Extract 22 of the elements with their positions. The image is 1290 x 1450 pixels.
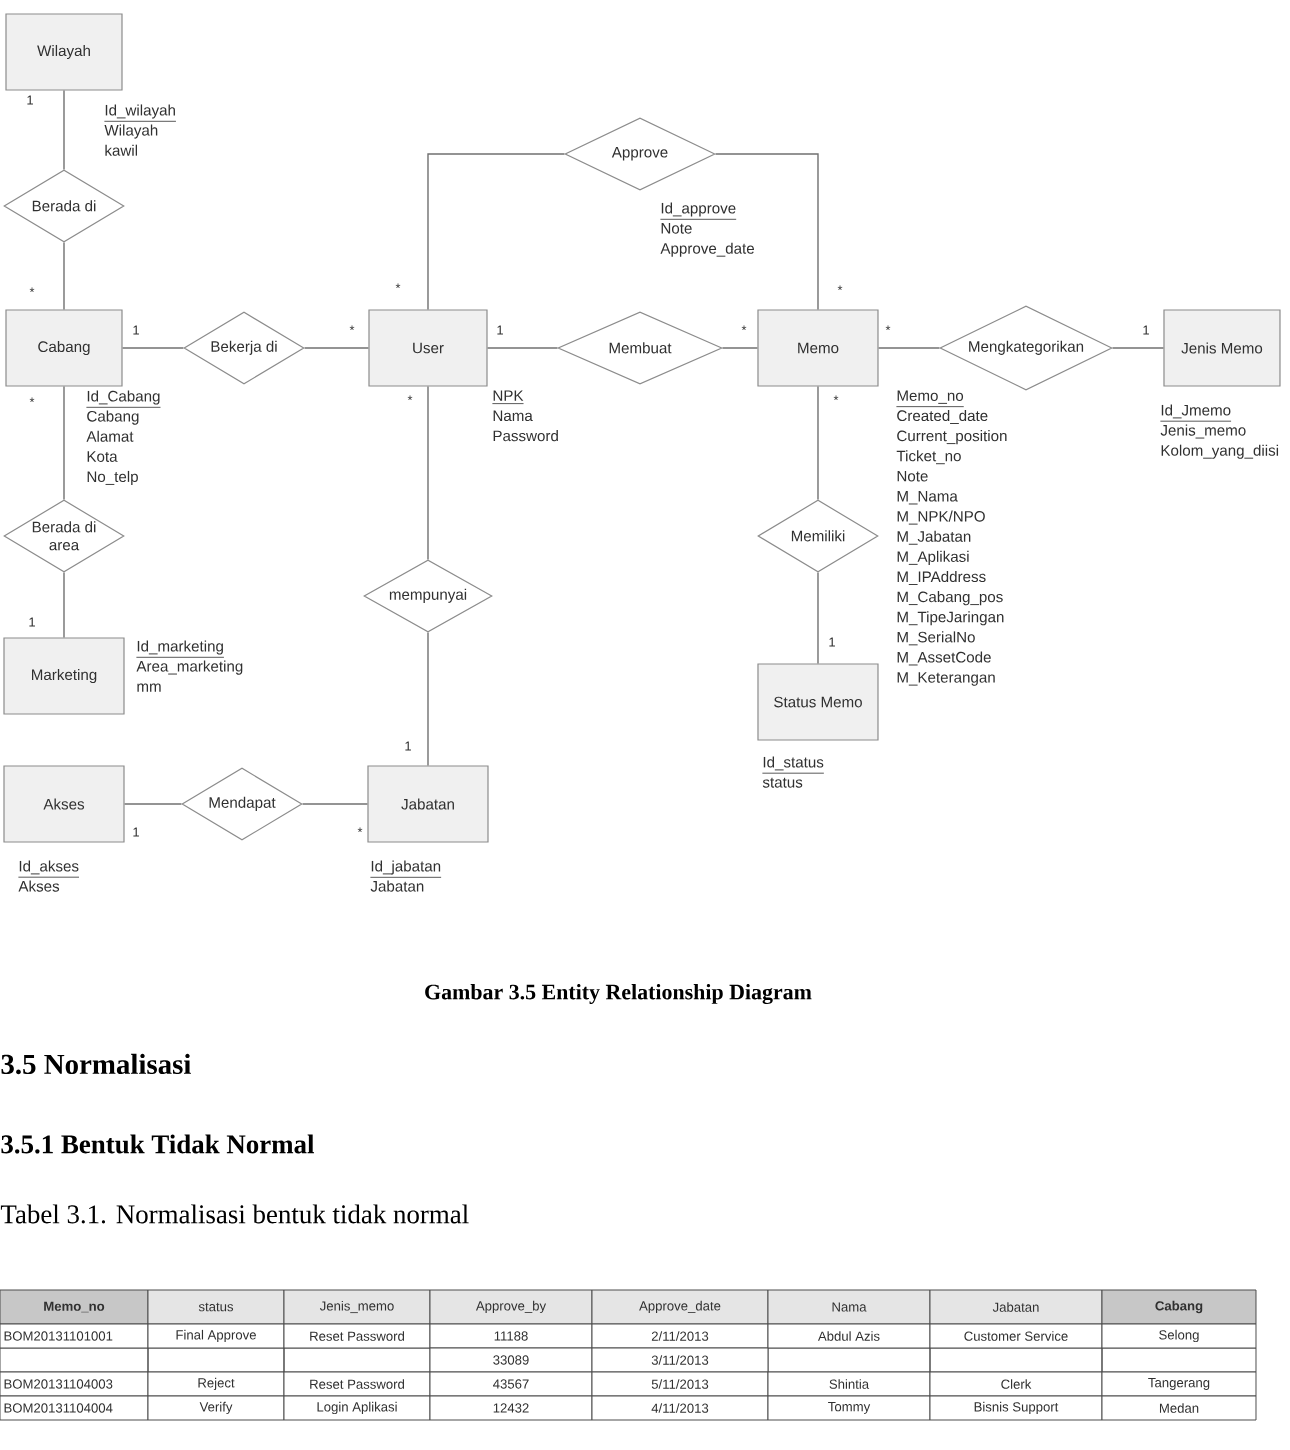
- connector-line: [427, 385, 429, 561]
- connector-line: [817, 385, 819, 501]
- connector-line: [303, 347, 370, 349]
- section-heading: 3.5 Normalisasi: [1, 1053, 191, 1075]
- section-heading: 3.5.1 Bentuk Tidak Normal: [1, 1134, 314, 1154]
- connector-line: [427, 153, 566, 311]
- connector-line: [486, 347, 559, 349]
- connector-line: [63, 241, 65, 311]
- connector-line: [877, 347, 941, 349]
- connector-line: [427, 631, 429, 767]
- connector-line: [63, 571, 65, 639]
- connector-line: [714, 153, 819, 311]
- connector-line: [123, 803, 183, 805]
- connector-line: [721, 347, 759, 349]
- caption: Gambar 3.5 Entity Relationship Diagram: [425, 984, 812, 1005]
- connector-line: [301, 803, 369, 805]
- connector-line: [63, 89, 65, 171]
- connector-line: [1111, 347, 1165, 349]
- table-caption: Tabel 3.1. Normalisasi bentuk tidak normal: [0, 1204, 469, 1224]
- connector-line: [817, 571, 819, 665]
- connector-line: [63, 385, 65, 501]
- connector-line: [121, 347, 185, 349]
